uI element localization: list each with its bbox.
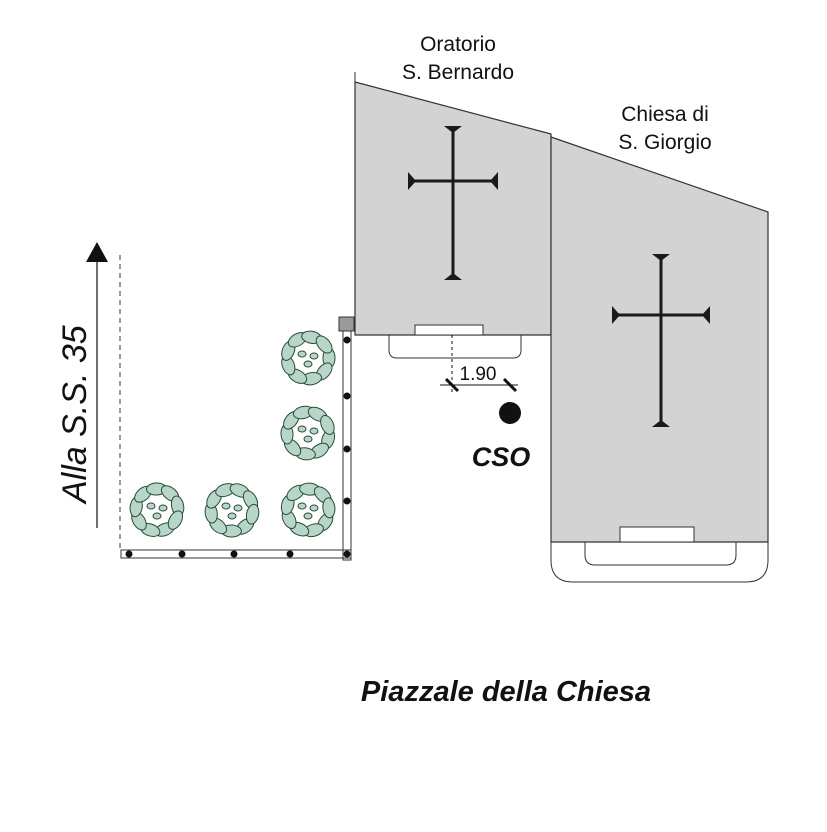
dimension-tick-right [502, 377, 518, 393]
shrub-icon [129, 482, 185, 537]
shrub-icon [280, 482, 336, 538]
fence [120, 316, 355, 561]
cso-point-icon [499, 402, 521, 424]
cso-label: CSO [472, 442, 531, 472]
shrubs [129, 330, 336, 538]
fence-horizontal [120, 549, 352, 559]
arrow-up-icon [86, 242, 108, 262]
shrub-icon [281, 330, 336, 386]
oratorio-forecourt [388, 335, 522, 359]
chiesa-entrance-step [619, 526, 695, 543]
oratorio-cross-icon [408, 126, 498, 280]
square-label: Piazzale della Chiesa [361, 676, 651, 708]
oratorio-building [354, 72, 552, 359]
dimension-tick-left [444, 377, 460, 393]
chiesa-forecourt-inner [584, 542, 737, 566]
road-arrow [86, 242, 121, 548]
oratorio-entrance-step [414, 324, 484, 336]
fence-posts [125, 336, 351, 558]
fence-post-cap [338, 316, 355, 332]
dimension-label: 1.90 [460, 364, 497, 385]
chiesa-forecourt-outer [550, 542, 769, 583]
shrub-icon [280, 405, 336, 461]
dimension-line [440, 335, 518, 395]
chiesa-label-line1: Chiesa di [621, 103, 709, 126]
fence-vertical [342, 330, 352, 561]
road-label: Alla S.S. 35 [56, 325, 94, 505]
oratorio-label-line1: Oratorio [420, 33, 496, 56]
shrub-icon [204, 483, 260, 538]
oratorio-label-line2: S. Bernardo [402, 61, 514, 84]
chiesa-label-line2: S. Giorgio [618, 131, 711, 154]
chiesa-cross-icon [612, 254, 710, 427]
chiesa-building [550, 136, 769, 583]
